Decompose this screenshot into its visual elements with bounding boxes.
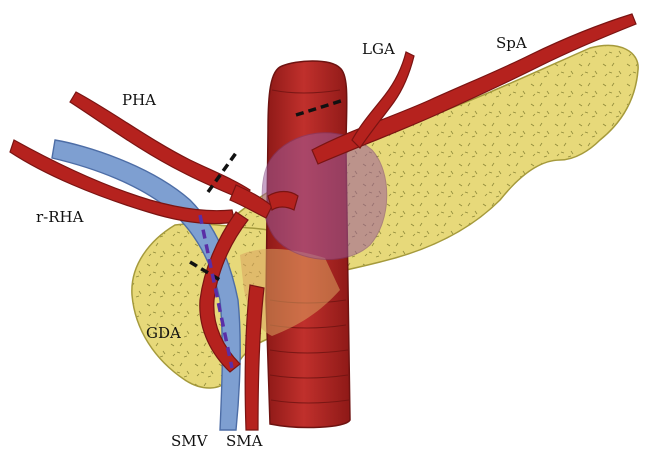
label-smv: SMV (171, 432, 209, 450)
celiac-trunk (268, 192, 298, 211)
label-gda: GDA (146, 324, 181, 342)
label-r-rha: r-RHA (36, 208, 84, 226)
label-pha: PHA (122, 91, 156, 109)
label-sma: SMA (226, 432, 263, 450)
sma-artery (245, 285, 264, 430)
label-spa: SpA (496, 34, 527, 52)
label-lga: LGA (362, 40, 395, 58)
